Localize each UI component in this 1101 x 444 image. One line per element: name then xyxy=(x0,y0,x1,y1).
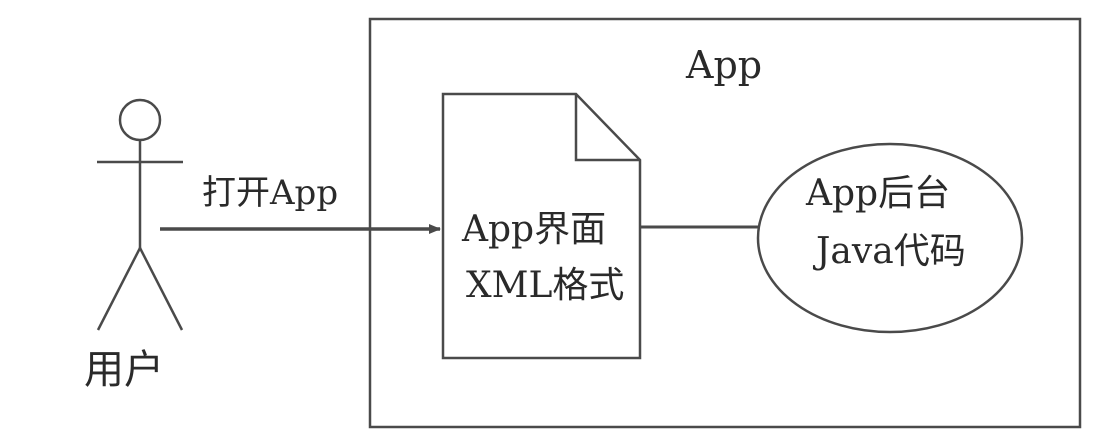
backend-label-line2: Java代码 xyxy=(816,231,966,272)
actor-left-leg xyxy=(96,247,142,331)
document-label-line2: XML格式 xyxy=(466,265,625,306)
actor-right-leg xyxy=(138,247,184,331)
user-actor-icon xyxy=(96,98,184,331)
app-container-box xyxy=(368,17,1082,429)
backend-label-line1: App后台 xyxy=(806,173,951,214)
document-label-line1: App界面 xyxy=(462,209,607,250)
backend-ellipse xyxy=(756,142,1024,334)
app-container-title: App xyxy=(686,43,763,87)
document-fold xyxy=(574,94,640,162)
actor-head xyxy=(118,98,162,142)
document-icon xyxy=(441,92,642,360)
actor-label: 用户 xyxy=(84,347,164,393)
arrow-label: 打开App xyxy=(202,173,339,213)
